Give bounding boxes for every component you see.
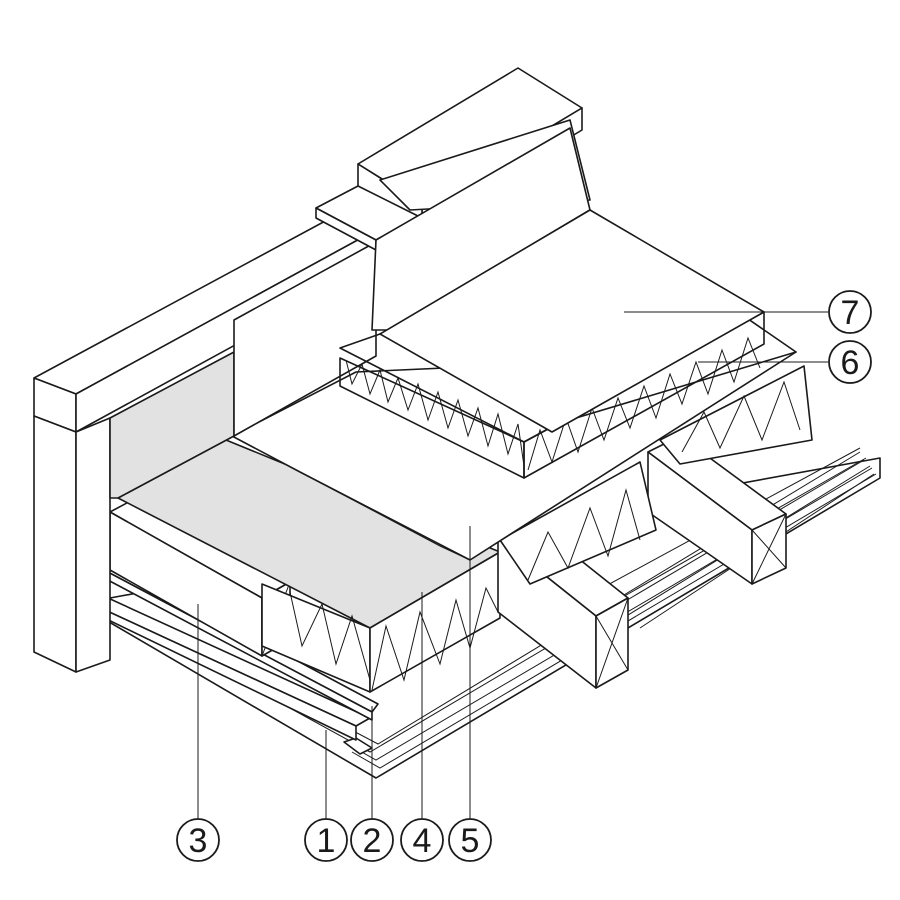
callout-6: 6 [828, 340, 872, 384]
callout-5: 5 [448, 818, 492, 862]
layer-4-thermal-insulation [117, 439, 501, 693]
callout-4: 4 [400, 818, 444, 862]
callout-2-label: 2 [363, 822, 382, 860]
callout-7: 7 [828, 290, 872, 334]
callout-1: 1 [304, 818, 348, 862]
callout-4-label: 4 [413, 822, 432, 860]
callout-3: 3 [176, 818, 220, 862]
callout-6-label: 6 [841, 344, 860, 382]
callout-2: 2 [350, 818, 394, 862]
parapet-wall [33, 211, 377, 673]
callout-1-label: 1 [317, 822, 336, 860]
callout-5-label: 5 [461, 822, 480, 860]
joist-insulation [499, 365, 813, 585]
callout-3-label: 3 [189, 822, 208, 860]
leader-lines [197, 311, 828, 820]
callout-7-label: 7 [841, 294, 860, 332]
